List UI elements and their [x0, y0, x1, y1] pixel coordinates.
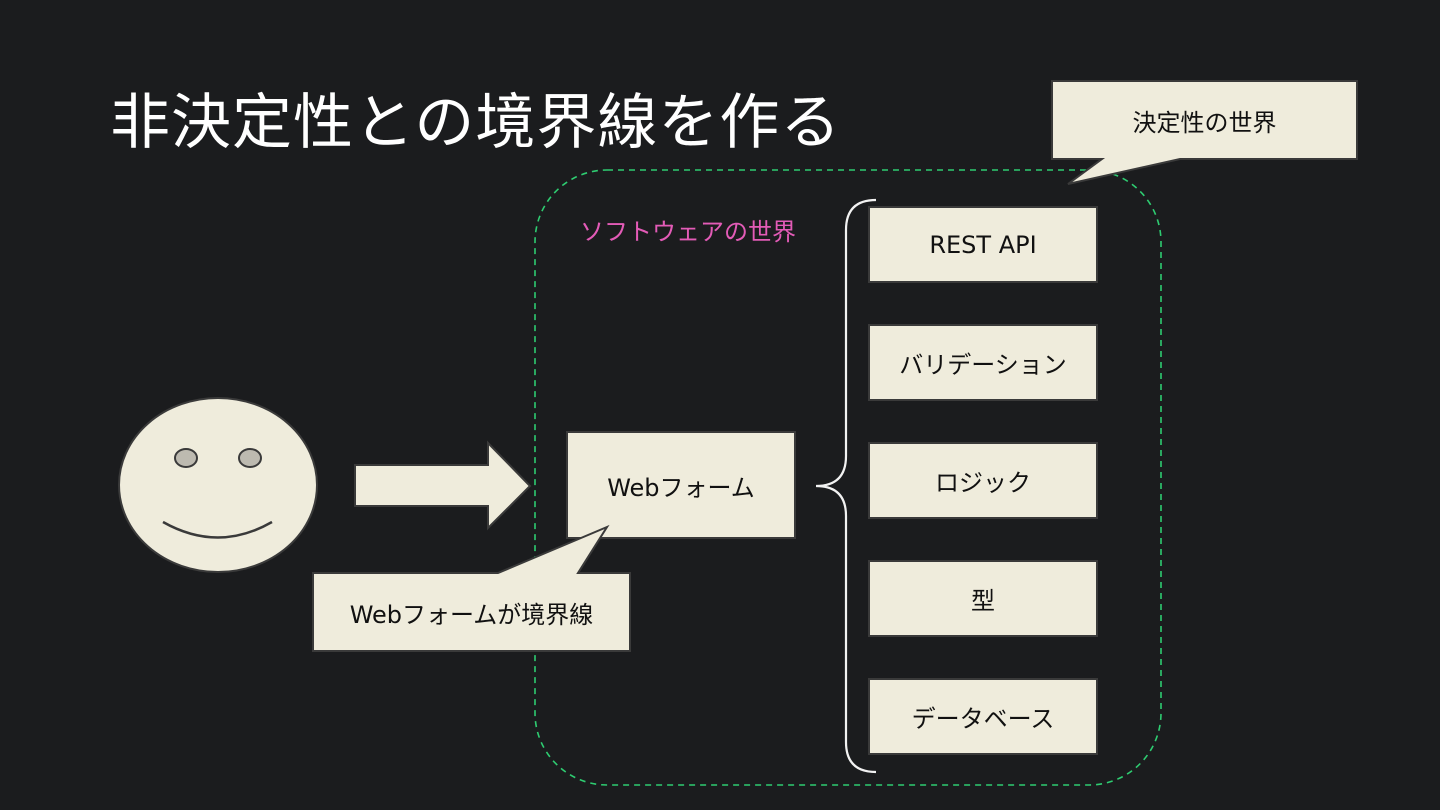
smile-icon: [162, 520, 273, 539]
deterministic-callout-label: 決定性の世界: [1132, 108, 1277, 137]
slide-title: 非決定性との境界線を作る: [110, 88, 842, 158]
software-world-label: ソフトウェアの世界: [580, 218, 796, 246]
user-face-icon: [118, 397, 318, 573]
boundary-callout-label: Webフォームが境界線: [349, 600, 594, 629]
boundary-callout-shape: [312, 524, 631, 652]
left-eye-icon: [174, 448, 198, 468]
right-eye-icon: [238, 448, 262, 468]
stack-box-database: [868, 678, 1098, 755]
stack-label-rest-api: REST API: [929, 230, 1037, 259]
stack-label-type: 型: [971, 587, 995, 615]
stack-label-database: データベース: [911, 705, 1055, 733]
web-form-box: [566, 431, 796, 539]
deterministic-callout-shape: [1051, 80, 1358, 185]
right-arrow-icon: [354, 440, 532, 531]
software-world-boundary: [534, 169, 1162, 786]
stack-box-rest-api: [868, 206, 1098, 283]
grouping-brace: [815, 198, 877, 774]
stack-box-type: [868, 560, 1098, 637]
stack-label-validation: バリデーション: [899, 351, 1067, 379]
stack-label-logic: ロジック: [935, 469, 1031, 497]
stack-box-logic: [868, 442, 1098, 519]
stack-box-validation: [868, 324, 1098, 401]
web-form-label: Webフォーム: [607, 473, 755, 502]
